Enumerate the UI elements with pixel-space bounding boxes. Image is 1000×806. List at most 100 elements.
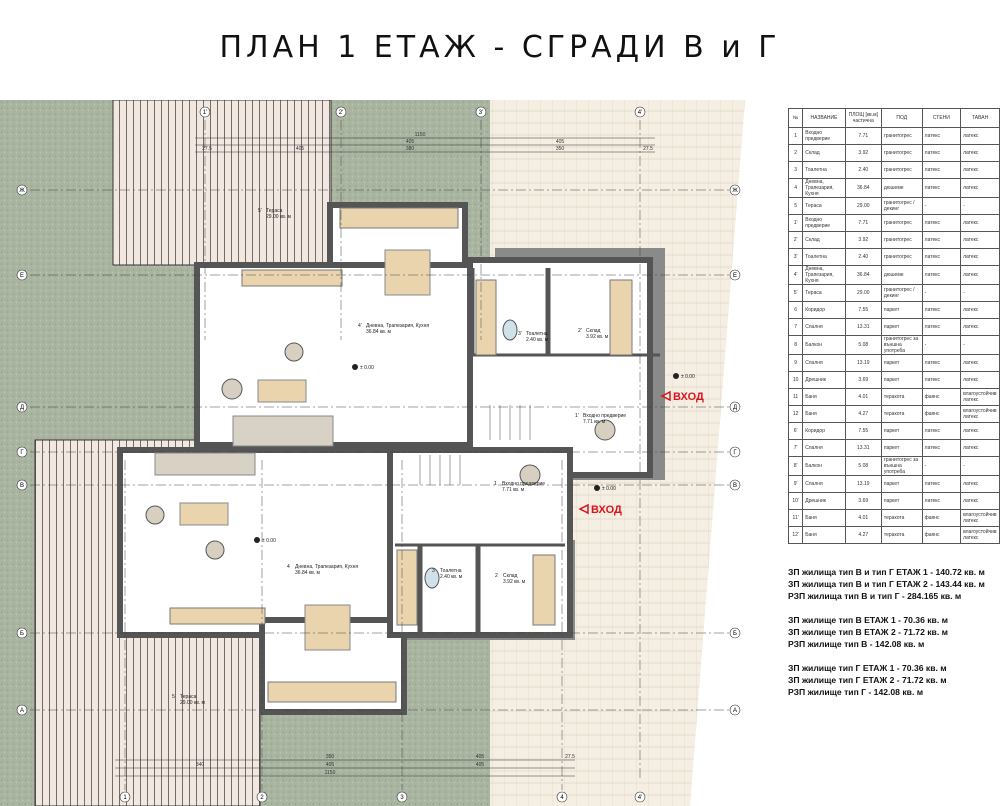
table-cell: теракота <box>880 509 923 527</box>
axis-bubble <box>16 479 28 491</box>
table-cell: 7.55 <box>844 422 882 440</box>
axis-label-left: В <box>20 483 24 489</box>
table-cell: латекс <box>921 318 962 336</box>
grid-lines <box>30 120 735 790</box>
table-cell: 7' <box>787 439 804 457</box>
table-cell: - <box>921 197 962 215</box>
table-cell: латекс <box>921 371 962 389</box>
axis-bubble <box>729 184 741 196</box>
axis-bubble <box>119 791 131 803</box>
room-name: Тоалетна <box>526 331 548 337</box>
dimension-label: 405 <box>476 762 485 768</box>
table-cell: Спалня <box>802 475 846 493</box>
table-cell: гранитогрес <box>880 161 923 179</box>
axis-label-top: 2' <box>339 110 343 116</box>
table-cell: латекс <box>960 265 1000 285</box>
dimension-label: 1150 <box>325 770 336 776</box>
table-cell: паркет <box>880 439 923 457</box>
table-cell: влагоустойчив латекс <box>960 405 1000 423</box>
table-cell: 3.69 <box>844 492 882 510</box>
table-cell: Дрешник <box>802 492 846 510</box>
table-cell: 29.00 <box>844 197 882 215</box>
axis-bubble <box>729 479 741 491</box>
table-cell: 36.84 <box>844 265 882 285</box>
dimension-label: 350 <box>326 754 335 760</box>
table-cell: латекс <box>921 231 962 249</box>
area-group: ЗП жилища тип В и тип Г ЕТАЖ 1 - 140.72 … <box>788 566 985 602</box>
table-cell: 4.01 <box>844 388 882 406</box>
axis-bubble <box>335 106 347 118</box>
table-cell: Баня <box>802 405 846 423</box>
table-cell: 4.01 <box>844 509 882 527</box>
table-cell: Баня <box>802 388 846 406</box>
axis-label-right: Е <box>733 273 737 279</box>
room-area: 36.84 кв. м <box>366 329 392 335</box>
table-cell: Дрешник <box>802 371 846 389</box>
room-number: 3 <box>432 568 435 574</box>
axis-label-right: А <box>733 708 737 714</box>
table-cell: теракота <box>880 388 923 406</box>
table-cell: 3 <box>787 161 804 179</box>
room-name: Входно предверие <box>502 481 545 487</box>
table-cell: теракота <box>880 405 923 423</box>
table-cell: Спалня <box>802 354 846 372</box>
table-cell: 10' <box>787 492 804 510</box>
table-cell: латекс <box>921 265 962 285</box>
table-cell: латекс <box>921 354 962 372</box>
room-name: Дневна, Трапезария, Кухня <box>295 564 358 570</box>
table-cell: Входно предверие <box>802 214 846 232</box>
table-cell: 7.71 <box>844 214 882 232</box>
table-cell: 4' <box>787 265 804 285</box>
axis-bubble <box>199 106 211 118</box>
table-header: ПЛОЩ [кв.м] частична <box>844 108 882 128</box>
svg-text:± 0.00: ± 0.00 <box>602 486 616 492</box>
dimension-label: 405 <box>476 754 485 760</box>
table-cell: влагоустойчив латекс <box>960 388 1000 406</box>
dimension-label: 405 <box>326 762 335 768</box>
table-cell: 7.71 <box>844 127 882 145</box>
axis-label-left: Б <box>20 631 24 637</box>
room-number: 2' <box>578 328 582 334</box>
dimension-label: 1150 <box>415 132 426 138</box>
room-name: Тераса <box>266 208 283 214</box>
axis-label-bottom: 3 <box>400 795 404 801</box>
table-cell: паркет <box>880 371 923 389</box>
plan-title: ПЛАН 1 ЕТАЖ - СГРАДИ В и Г <box>219 30 781 65</box>
axis-label-bottom: 4 <box>560 795 564 801</box>
table-cell: латекс <box>960 231 1000 249</box>
axis-bubble <box>729 627 741 639</box>
svg-text:± 0.00: ± 0.00 <box>681 374 695 380</box>
axis-label-top: 1' <box>203 110 207 116</box>
table-cell: латекс <box>921 161 962 179</box>
table-cell: гранитогрес <box>880 214 923 232</box>
table-cell: Входно предверие <box>802 127 846 145</box>
dimension-label: 380 <box>406 146 415 152</box>
table-cell: латекс <box>960 248 1000 266</box>
dimension-label: 27.5 <box>643 146 653 152</box>
axis-label-right: Д <box>733 405 737 411</box>
table-cell: латекс <box>960 127 1000 145</box>
table-cell: 2 <box>787 144 804 162</box>
table-cell: Балкон <box>802 335 846 355</box>
axis-label-left: Г <box>20 450 24 456</box>
table-cell: дюшеме <box>880 178 923 198</box>
level-marks: ± 0.00 ± 0.00 ± 0.00 ± 0.00 <box>254 364 695 544</box>
table-cell: латекс <box>921 301 962 319</box>
dimension-label: 350 <box>556 146 565 152</box>
table-cell: латекс <box>960 144 1000 162</box>
table-cell: паркет <box>880 318 923 336</box>
axis-bubble <box>16 401 28 413</box>
table-cell: 12 <box>787 405 804 423</box>
axis-label-bottom: 2 <box>260 795 264 801</box>
table-cell: 1 <box>787 127 804 145</box>
